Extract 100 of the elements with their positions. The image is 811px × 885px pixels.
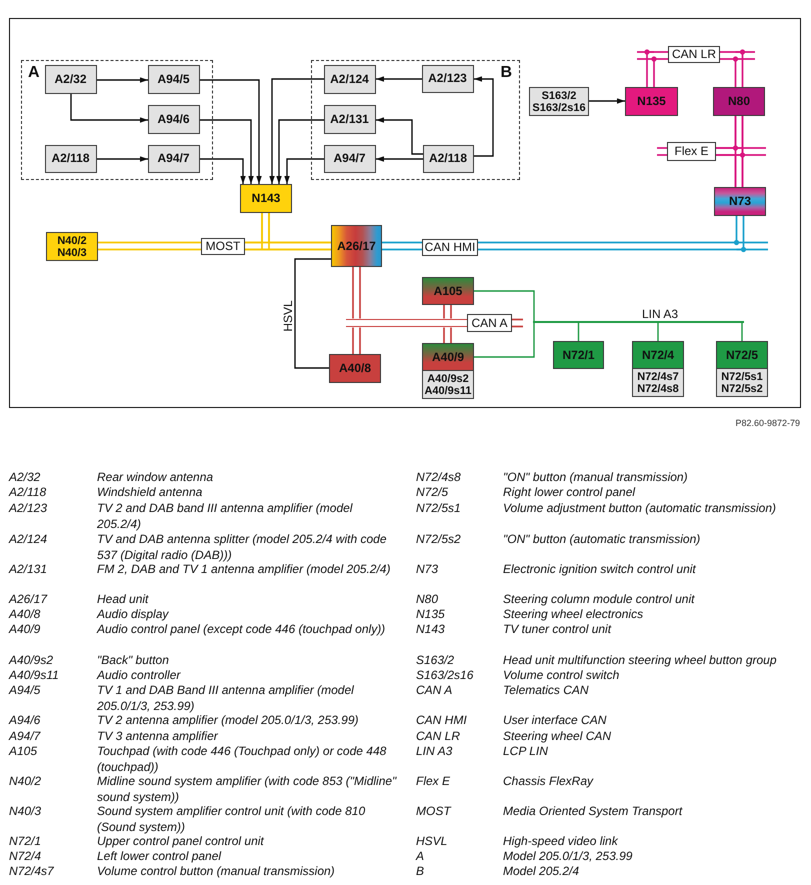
legend-description: Head unit [97,592,150,608]
dashed-group-frame [21,60,213,180]
dashed-group-frame [311,60,520,180]
bus-label-box [668,46,720,63]
legend-code: S163/2 [416,653,456,669]
legend-description: Telematics CAN [503,683,590,699]
legend-description: Chassis FlexRay [503,774,594,790]
legend-code: B [416,864,426,880]
legend-code: CAN HMI [416,713,468,729]
arrow [589,98,625,104]
legend-description: Electronic ignition switch control unit [503,562,697,578]
legend-code: LIN A3 [416,744,454,760]
component-box [148,104,200,134]
arrow [200,158,246,184]
legend-code: Flex E [416,774,452,790]
bus-name: CAN LR [672,48,716,61]
legend-description: LCP LIN [503,744,549,760]
legend-description: TV 2 and DAB band III antenna amplifier (model 205.2/4) [97,501,354,532]
connection-line [474,323,535,358]
component-box [553,341,604,369]
component-box [714,187,766,216]
legend-code: A2/118 [9,485,48,501]
switch-list-box [716,369,768,397]
bus-line [245,242,331,250]
arrow [97,77,148,83]
legend-code: S163/2s16 [416,668,474,684]
bus-line [352,327,361,354]
bus-label-box [467,314,512,332]
bus-name: CAN A [471,316,508,330]
legend-description: Left lower control panel [97,849,222,865]
legend-code: A2/131 [9,562,48,578]
legend-code: N72/4s8 [416,470,462,486]
component-box [329,354,381,383]
component-code: N72/5 [726,348,758,362]
bus-label-box [201,238,245,255]
component-code: N72/4s7 [637,370,679,382]
component-box [46,232,98,261]
switch-list-box [632,369,684,397]
bus-line [734,116,744,187]
component-code: A94/6 [157,112,190,126]
bus-name: MOST [206,240,240,253]
component-code: A2/118 [428,152,468,165]
legend-description: Volume control button (manual transmission) [97,864,336,880]
component-code: A2/32 [54,72,87,86]
component-code: N40/2 [57,234,87,246]
legend-description: Volume control switch [503,668,620,684]
legend-description: "ON" button (automatic transmission) [503,532,702,548]
connection-line [657,323,659,341]
connection-line [578,323,580,341]
legend-description: Model 205.2/4 [503,864,580,880]
legend-description: Steering wheel electronics [503,607,644,623]
component-code: A2/118 [51,152,90,165]
legend-code: A [416,849,426,865]
component-box [716,341,768,369]
legend-description: Right lower control panel [503,485,636,501]
legend-code: A40/8 [9,607,42,623]
legend-code: N72/5s1 [416,501,462,517]
bus-line [720,51,744,87]
component-code: A2/131 [330,112,369,126]
component-code: N72/5s1 [721,370,763,382]
component-code: N73 [728,195,751,208]
legend-description: Head unit multifunction steering wheel button group [503,653,778,669]
legend-description: Media Oriented System Transport [503,804,684,820]
arrow [200,119,254,184]
legend-description: TV 1 and DAB Band III antenna amplifier (model 205.0/1/3, 253.99) [97,683,355,714]
legend-code: N72/4 [9,849,42,865]
legend-code: N73 [416,562,440,578]
component-code: A40/8 [338,362,372,375]
legend-description: Midline sound system amplifier (with code 853 ("Midline" sound system)) [97,774,398,805]
legend-description: Volume adjustment button (automatic transmission) [503,501,778,517]
bus-name: LIN A3 [642,308,678,320]
legend-code: MOST [416,804,452,820]
component-box [148,144,200,172]
drawing-number: P82.60-9872-79 [735,418,800,429]
component-box [422,343,474,371]
arrow [97,156,148,162]
component-box [324,64,376,94]
arrow [269,78,324,184]
arrow [70,94,148,123]
legend-code: N72/1 [9,834,42,850]
legend-description: Audio controller [97,668,182,684]
component-box [422,144,474,172]
legend-code: A26/17 [9,592,48,608]
legend-code: HSVL [416,834,448,850]
bus-line [478,216,744,250]
legend-description: Upper control panel control unit [97,834,265,850]
bus-name: Flex E [674,145,708,158]
bus-line [443,305,452,319]
component-code: N135 [637,95,666,108]
component-box [240,184,292,213]
component-code: A94/7 [157,152,190,165]
component-code: A2/124 [330,72,369,86]
legend-description: Touchpad (with code 446 (Touchpad only) or code 448 (touchpad)) [97,744,388,775]
legend-description: Audio display [97,607,170,623]
bus-line [646,51,668,87]
legend-description: Model 205.0/1/3, 253.99 [503,849,634,865]
legend-description: User interface CAN [503,713,608,729]
legend-code: N72/5 [416,485,450,501]
legend-code: A40/9s2 [9,653,54,669]
bus-line [382,242,422,250]
